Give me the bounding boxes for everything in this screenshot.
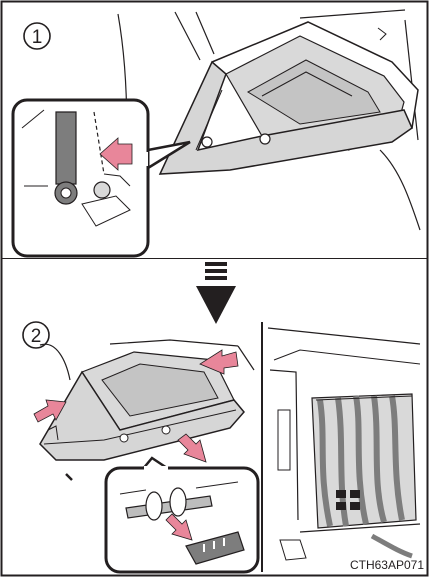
damper-arm xyxy=(56,112,76,184)
down-arrow-icon xyxy=(196,262,236,324)
step2-panel: 2 xyxy=(23,322,424,572)
figure-code: CTH63AP071 xyxy=(350,558,424,572)
step2-wiring-view xyxy=(268,328,420,560)
step1-number: 1 xyxy=(32,27,43,48)
step1-glovebox xyxy=(160,22,418,174)
step2-detail-callout xyxy=(66,458,258,572)
callout-box xyxy=(13,100,148,256)
damper-pin xyxy=(94,182,110,198)
step1-detail-callout xyxy=(13,100,190,256)
step1-number-badge: 1 xyxy=(24,23,50,49)
step2-number: 2 xyxy=(31,326,42,347)
callout-box xyxy=(106,468,258,572)
step1-panel: 1 xyxy=(13,10,420,256)
